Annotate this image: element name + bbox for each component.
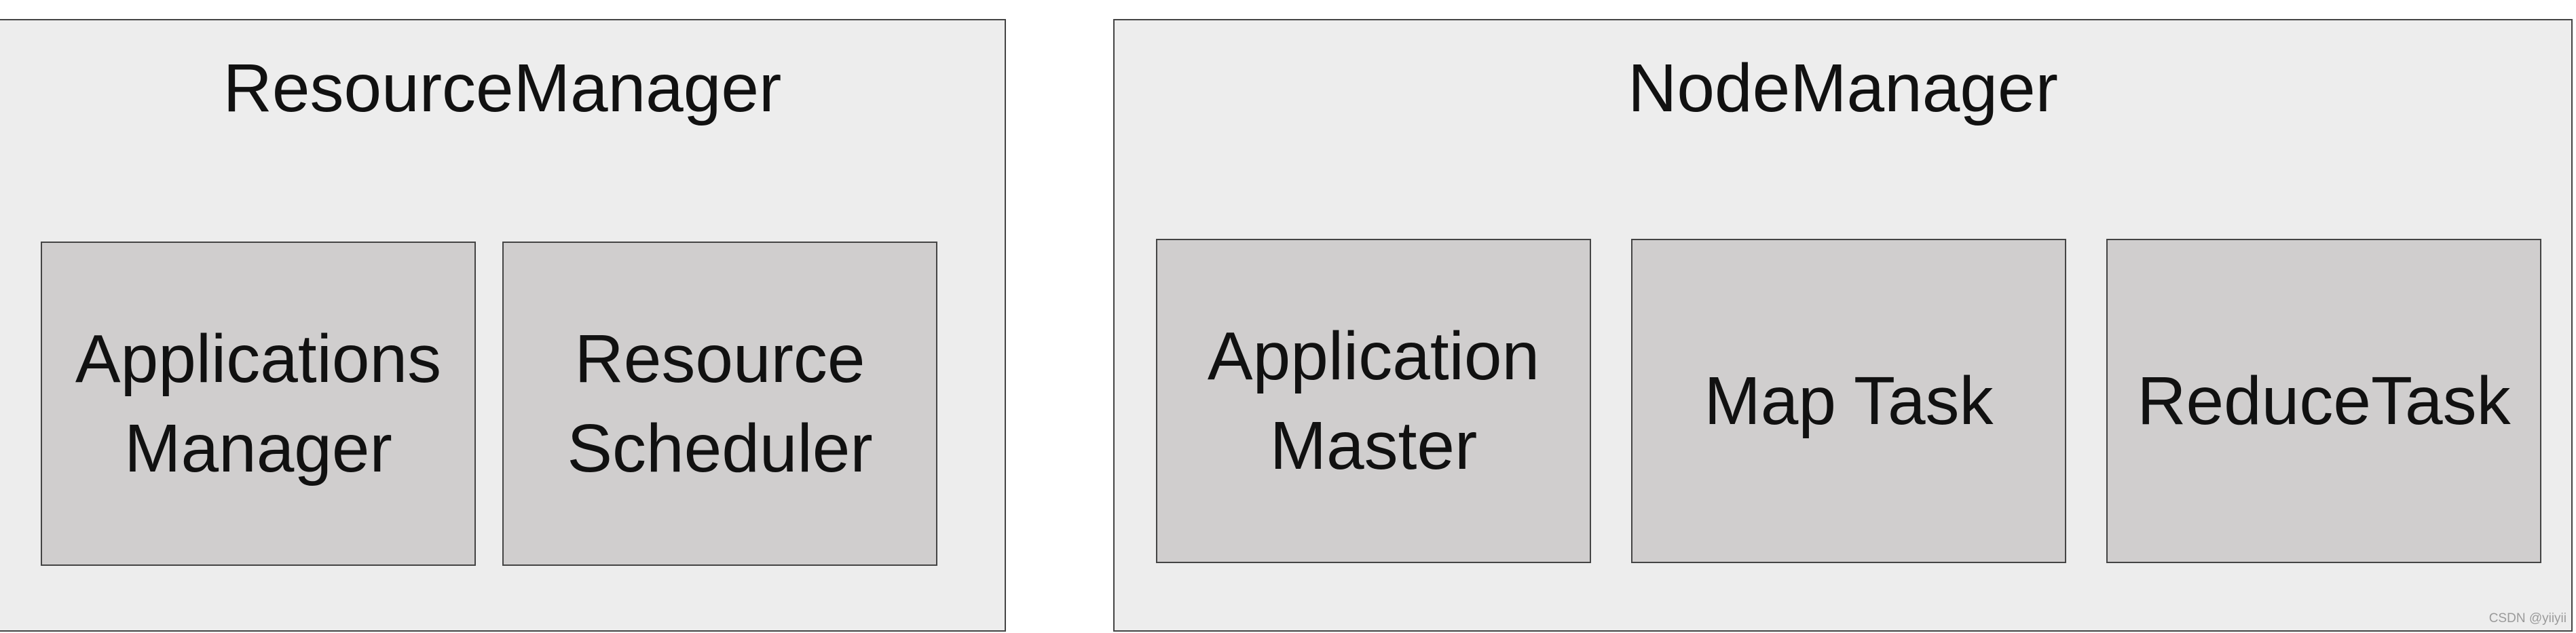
resource-scheduler-label: Resource Scheduler bbox=[567, 321, 873, 486]
application-master-box: Application Master bbox=[1156, 239, 1591, 563]
map-task-box: Map Task bbox=[1631, 239, 2066, 563]
node-manager-panel: NodeManager Application Master Map Task … bbox=[1113, 19, 2573, 632]
resource-scheduler-box: Resource Scheduler bbox=[502, 242, 937, 566]
watermark-text: CSDN @yiiyii bbox=[2488, 611, 2566, 626]
resource-manager-title: ResourceManager bbox=[223, 50, 782, 126]
applications-manager-label: Applications Manager bbox=[75, 321, 442, 486]
node-manager-title: NodeManager bbox=[1628, 50, 2058, 126]
application-master-label: Application Master bbox=[1207, 318, 1540, 484]
reduce-task-box: ReduceTask bbox=[2106, 239, 2541, 563]
map-task-label: Map Task bbox=[1704, 363, 1994, 439]
reduce-task-label: ReduceTask bbox=[2137, 363, 2511, 439]
resource-manager-panel: ResourceManager Applications Manager Res… bbox=[0, 19, 1006, 632]
applications-manager-box: Applications Manager bbox=[41, 242, 476, 566]
